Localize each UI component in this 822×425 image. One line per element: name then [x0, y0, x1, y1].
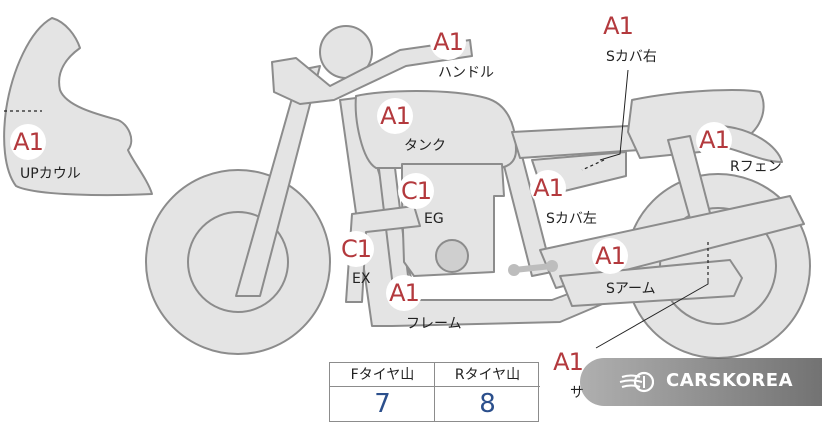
engine-cover — [435, 239, 469, 273]
label-handle: ハンドル — [438, 65, 494, 81]
grade-badge-s-cover-l: A1 — [530, 170, 566, 206]
grade-badge-s-cover-r: A1 — [600, 8, 636, 44]
grade-badge-r-fender: A1 — [696, 122, 732, 158]
leader-muffler — [595, 278, 709, 349]
grade-badge-swingarm: A1 — [592, 238, 628, 274]
grade-badge-exhaust: C1 — [338, 231, 374, 267]
watermark-text: CARSKOREA — [666, 370, 793, 391]
label-s-cover-l: Sカバ左 — [546, 211, 597, 227]
label-upcowl: UPカウル — [20, 166, 81, 182]
label-engine: EG — [424, 211, 444, 227]
grade-badge-upcowl: A1 — [10, 124, 46, 160]
table-divider — [434, 363, 435, 421]
leader-s-cover-r — [599, 69, 629, 161]
grade-badge-tank: A1 — [377, 98, 413, 134]
grade-badge-frame: A1 — [386, 275, 422, 311]
label-r-fender: Rフェン — [730, 159, 782, 175]
front-tread-header: Fタイヤ山 — [330, 363, 435, 387]
muffler-shape — [559, 259, 743, 307]
chain-bolt-a — [508, 264, 520, 276]
label-swingarm: Sアーム — [606, 281, 656, 297]
handlebar — [271, 39, 473, 105]
chain-bolt-b — [546, 260, 558, 272]
label-s-cover-r: Sカバ右 — [606, 49, 657, 65]
front-fork — [235, 65, 321, 297]
rear-tread-value: 8 — [479, 389, 496, 419]
grade-badge-engine: C1 — [398, 173, 434, 209]
grade-badge-handle: A1 — [430, 24, 466, 60]
carskorea-logo-icon — [619, 371, 654, 393]
tire-tread-table: Fタイヤ山 Rタイヤ山 7 8 — [329, 362, 540, 422]
rear-fender-shape — [719, 125, 783, 163]
carskorea-watermark: CARSKOREA — [580, 358, 822, 406]
leader-s-cover-r-dash — [581, 159, 605, 171]
chain-bar — [513, 263, 553, 273]
label-frame: フレーム — [406, 316, 462, 332]
label-tank: タンク — [404, 138, 446, 154]
label-exhaust: EX — [352, 271, 371, 287]
rear-tread-header: Rタイヤ山 — [435, 363, 540, 387]
grade-badge-muffler: A1 — [550, 344, 586, 380]
front-tread-value: 7 — [374, 389, 391, 419]
